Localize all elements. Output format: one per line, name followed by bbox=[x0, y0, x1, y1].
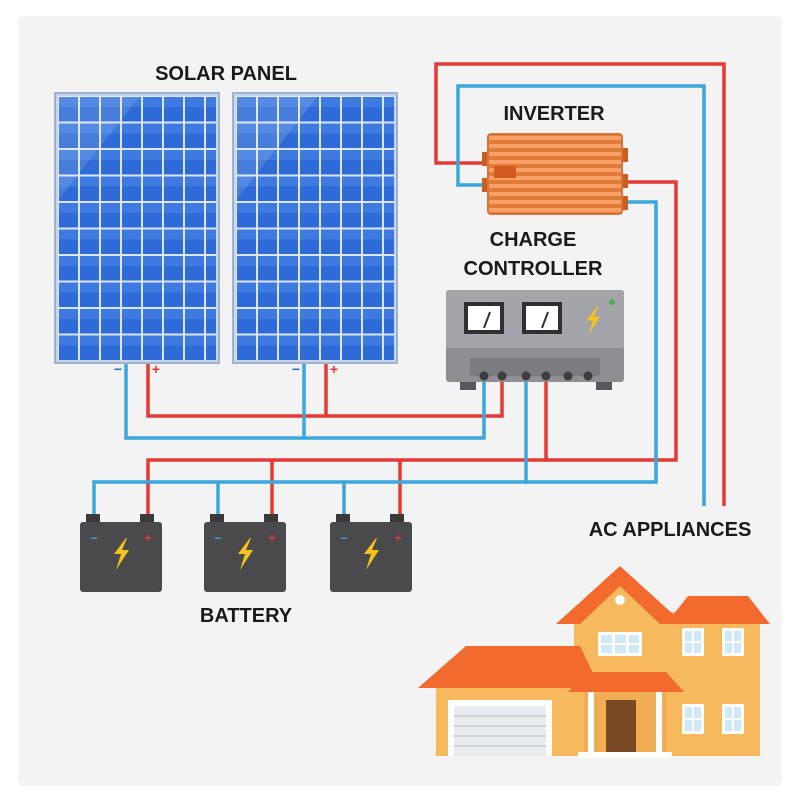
charge-controller bbox=[446, 290, 624, 390]
gauge-icon bbox=[522, 302, 562, 334]
panel-left-positive-terminal: + bbox=[152, 361, 160, 377]
inverter-dc-negative-wire bbox=[526, 200, 658, 484]
battery-negative-wire bbox=[92, 378, 528, 516]
inverter-display bbox=[494, 166, 516, 178]
gauge-icon bbox=[464, 302, 504, 334]
battery-positive-wire bbox=[146, 378, 548, 516]
panel-right-negative-terminal: − bbox=[292, 361, 300, 377]
ac-appliances-label: AC APPLIANCES bbox=[589, 519, 752, 541]
panel-left-negative-terminal: − bbox=[114, 361, 122, 377]
charge-controller-label-line1: CHARGE bbox=[490, 229, 577, 251]
solar-panel-right bbox=[232, 92, 398, 364]
panel-right-positive-terminal: + bbox=[330, 361, 338, 377]
battery-2-positive-sign: + bbox=[268, 531, 275, 545]
inverter bbox=[482, 133, 628, 215]
battery-2: − + bbox=[204, 514, 286, 592]
battery-3: − + bbox=[330, 514, 412, 592]
battery-2-negative-sign: − bbox=[214, 531, 221, 545]
battery-1: − + bbox=[80, 514, 162, 592]
battery-3-negative-sign: − bbox=[340, 531, 347, 545]
ac-negative-wire bbox=[456, 84, 706, 506]
battery-1-positive-sign: + bbox=[144, 531, 151, 545]
ac-positive-wire bbox=[434, 62, 726, 506]
battery-label: BATTERY bbox=[200, 605, 293, 627]
wiring bbox=[92, 62, 726, 516]
solar-panel-label: SOLAR PANEL bbox=[155, 63, 297, 85]
charge-controller-label-line2: CONTROLLER bbox=[464, 258, 603, 280]
house-icon bbox=[418, 566, 770, 758]
solar-panel-left bbox=[54, 92, 220, 364]
battery-3-positive-sign: + bbox=[394, 531, 401, 545]
inverter-label: INVERTER bbox=[503, 103, 605, 125]
battery-1-negative-sign: − bbox=[90, 531, 97, 545]
status-led bbox=[609, 299, 615, 305]
inverter-dc-positive-wire bbox=[546, 180, 678, 462]
battery-bank: − + − + − + bbox=[80, 514, 412, 592]
